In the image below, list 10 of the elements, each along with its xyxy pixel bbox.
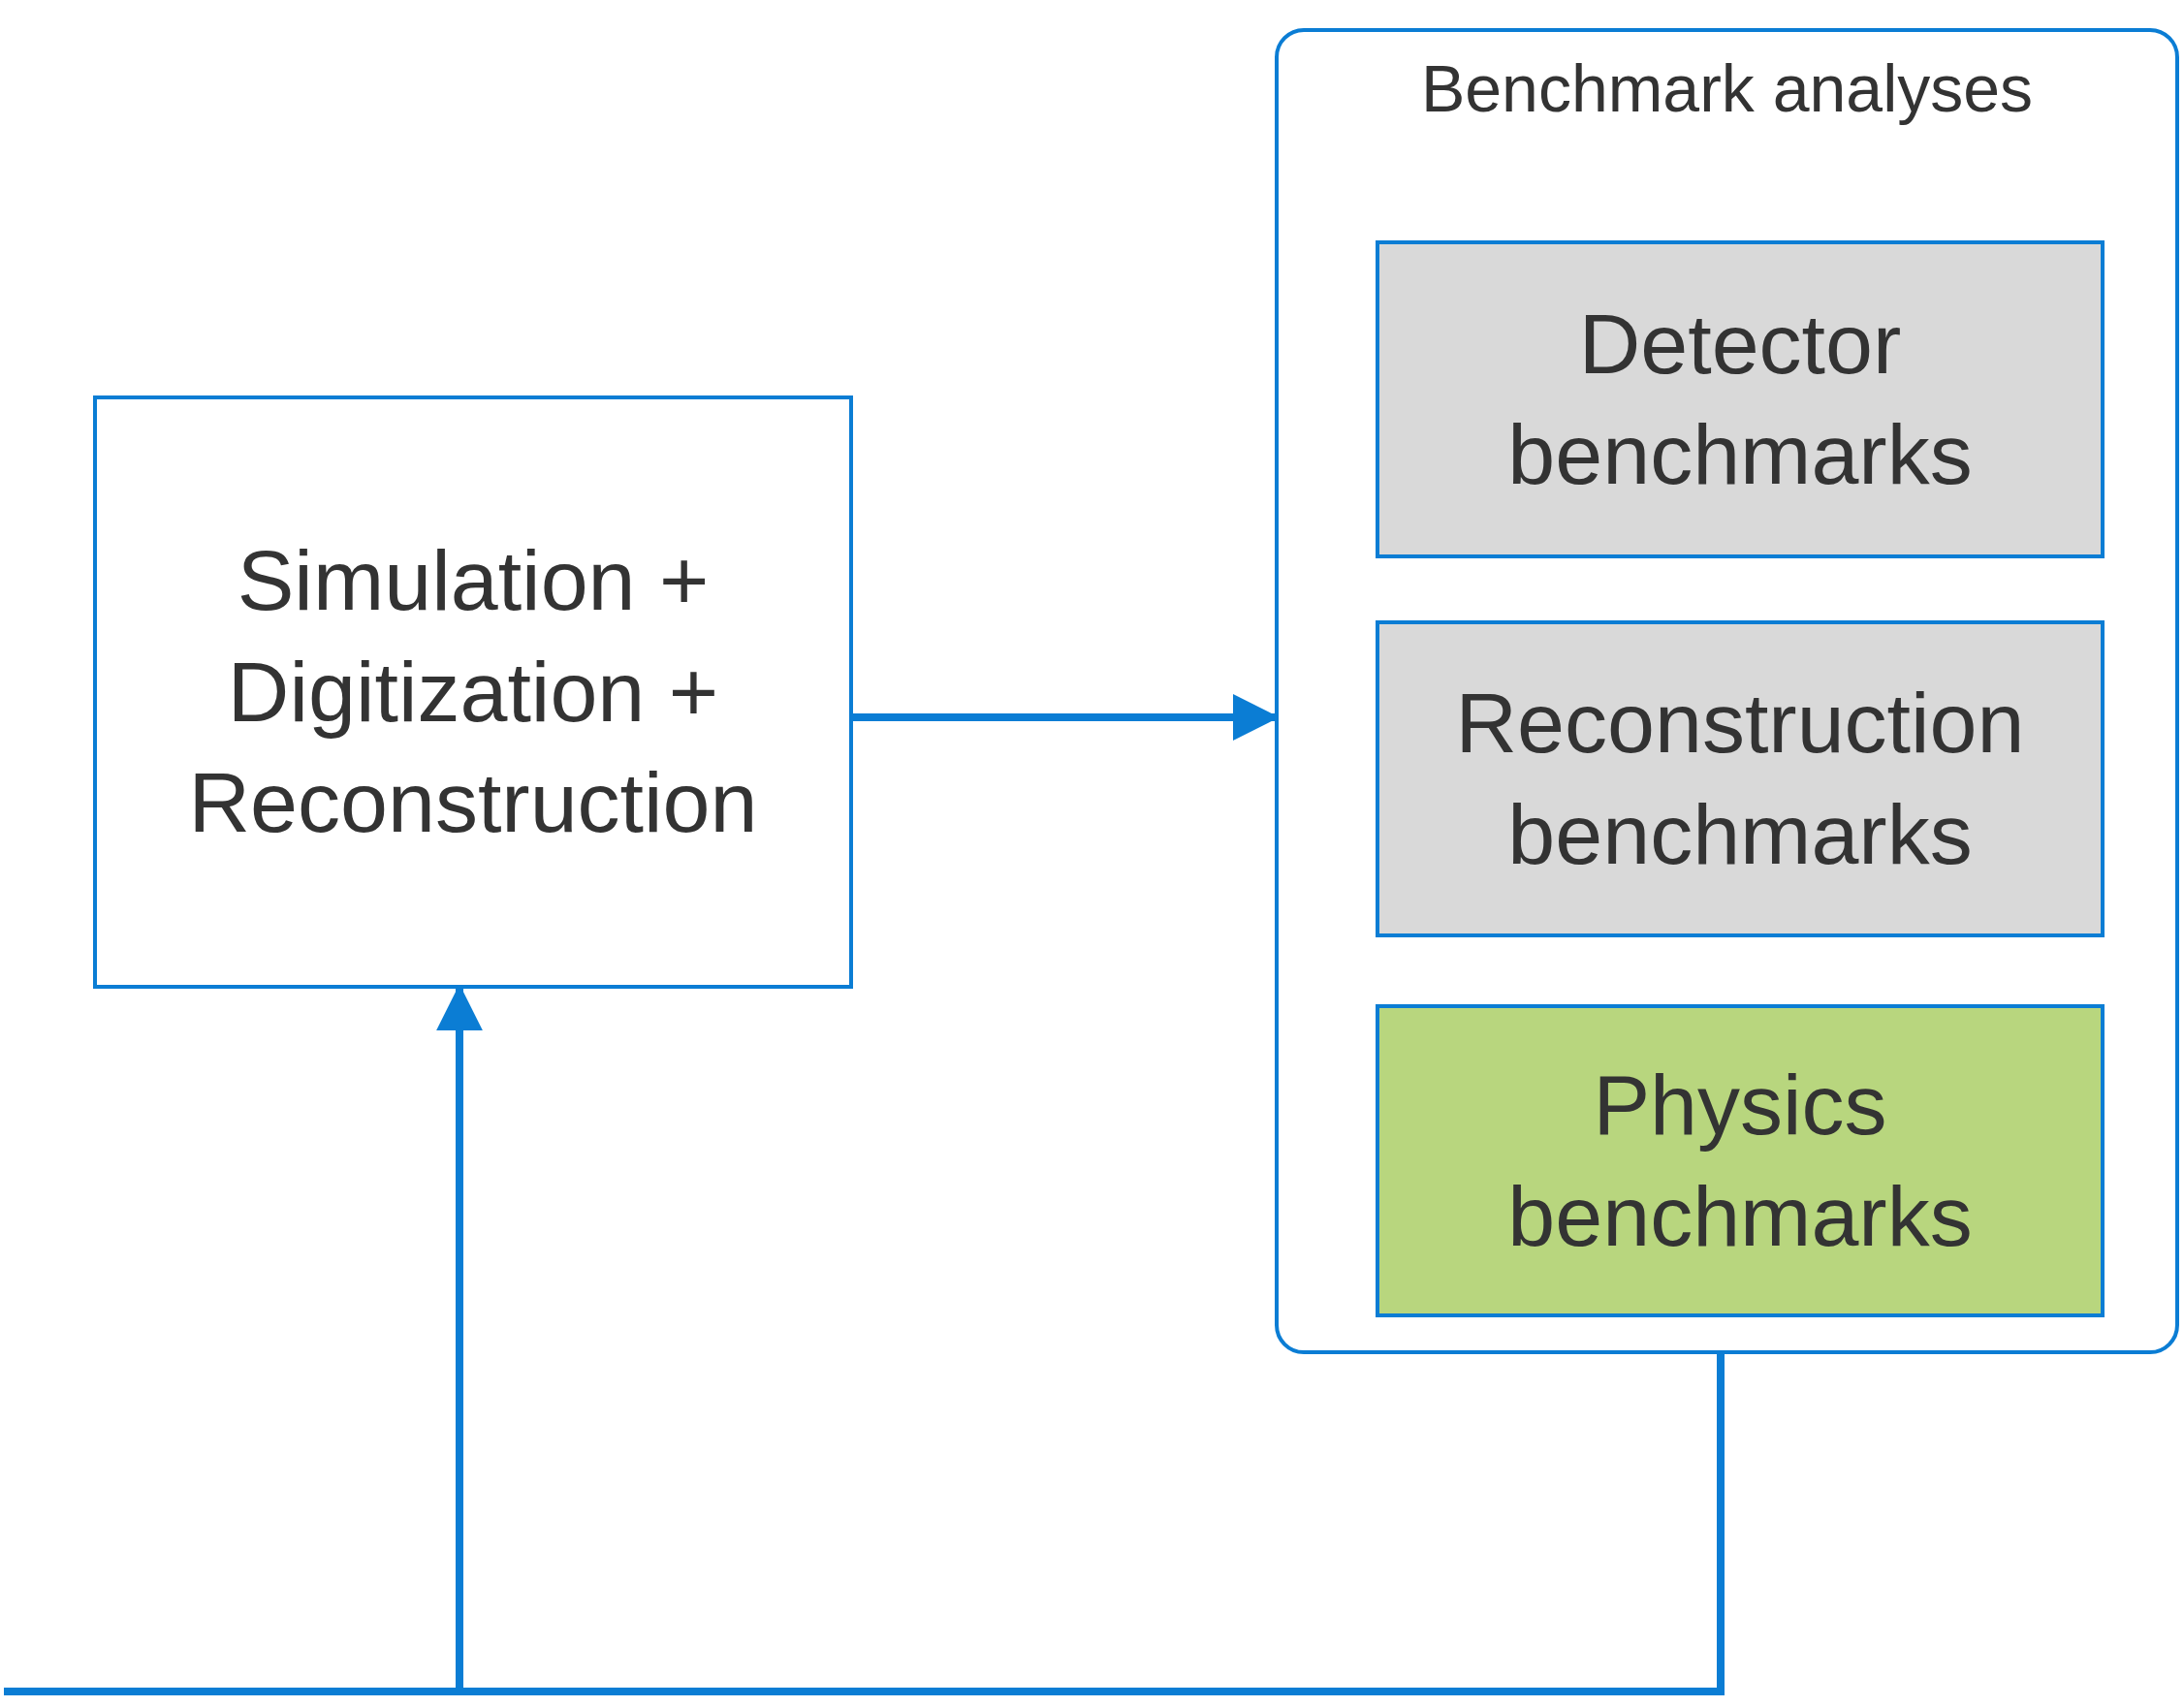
box-label: Reconstruction benchmarks <box>1454 674 2026 884</box>
box-label: Simulation + Digitization + Reconstruction <box>187 531 759 853</box>
box-label: Physics benchmarks <box>1506 1056 1974 1266</box>
panel-title: Benchmark analyses <box>1420 50 2034 127</box>
process-box <box>1376 1004 2105 1317</box>
process-box <box>93 395 853 989</box>
process-box <box>1376 240 2105 558</box>
group-panel <box>1275 28 2179 1354</box>
process-box <box>1376 620 2105 937</box>
box-label: Detector benchmarks <box>1506 294 1974 504</box>
